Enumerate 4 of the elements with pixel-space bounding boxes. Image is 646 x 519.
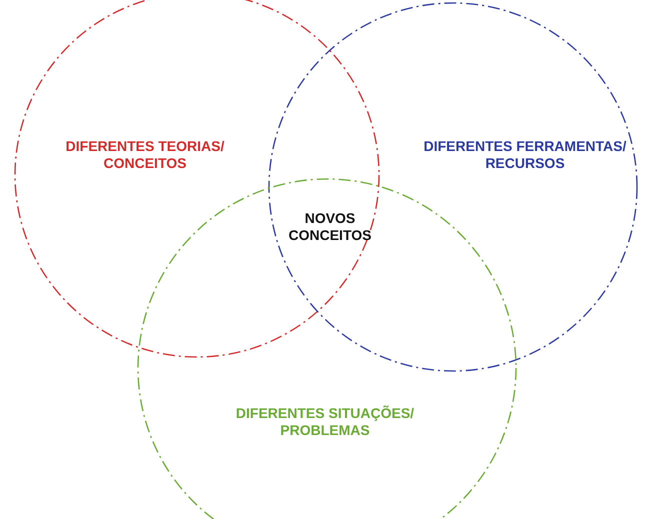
set-label: DIFERENTES SITUAÇÕES/ PROBLEMAS [234,405,416,439]
set-label: DIFERENTES TEORIAS/ CONCEITOS [64,138,226,172]
intersection-label: NOVOS CONCEITOS [288,210,372,244]
set-label: DIFERENTES FERRAMENTAS/ RECURSOS [422,138,628,172]
